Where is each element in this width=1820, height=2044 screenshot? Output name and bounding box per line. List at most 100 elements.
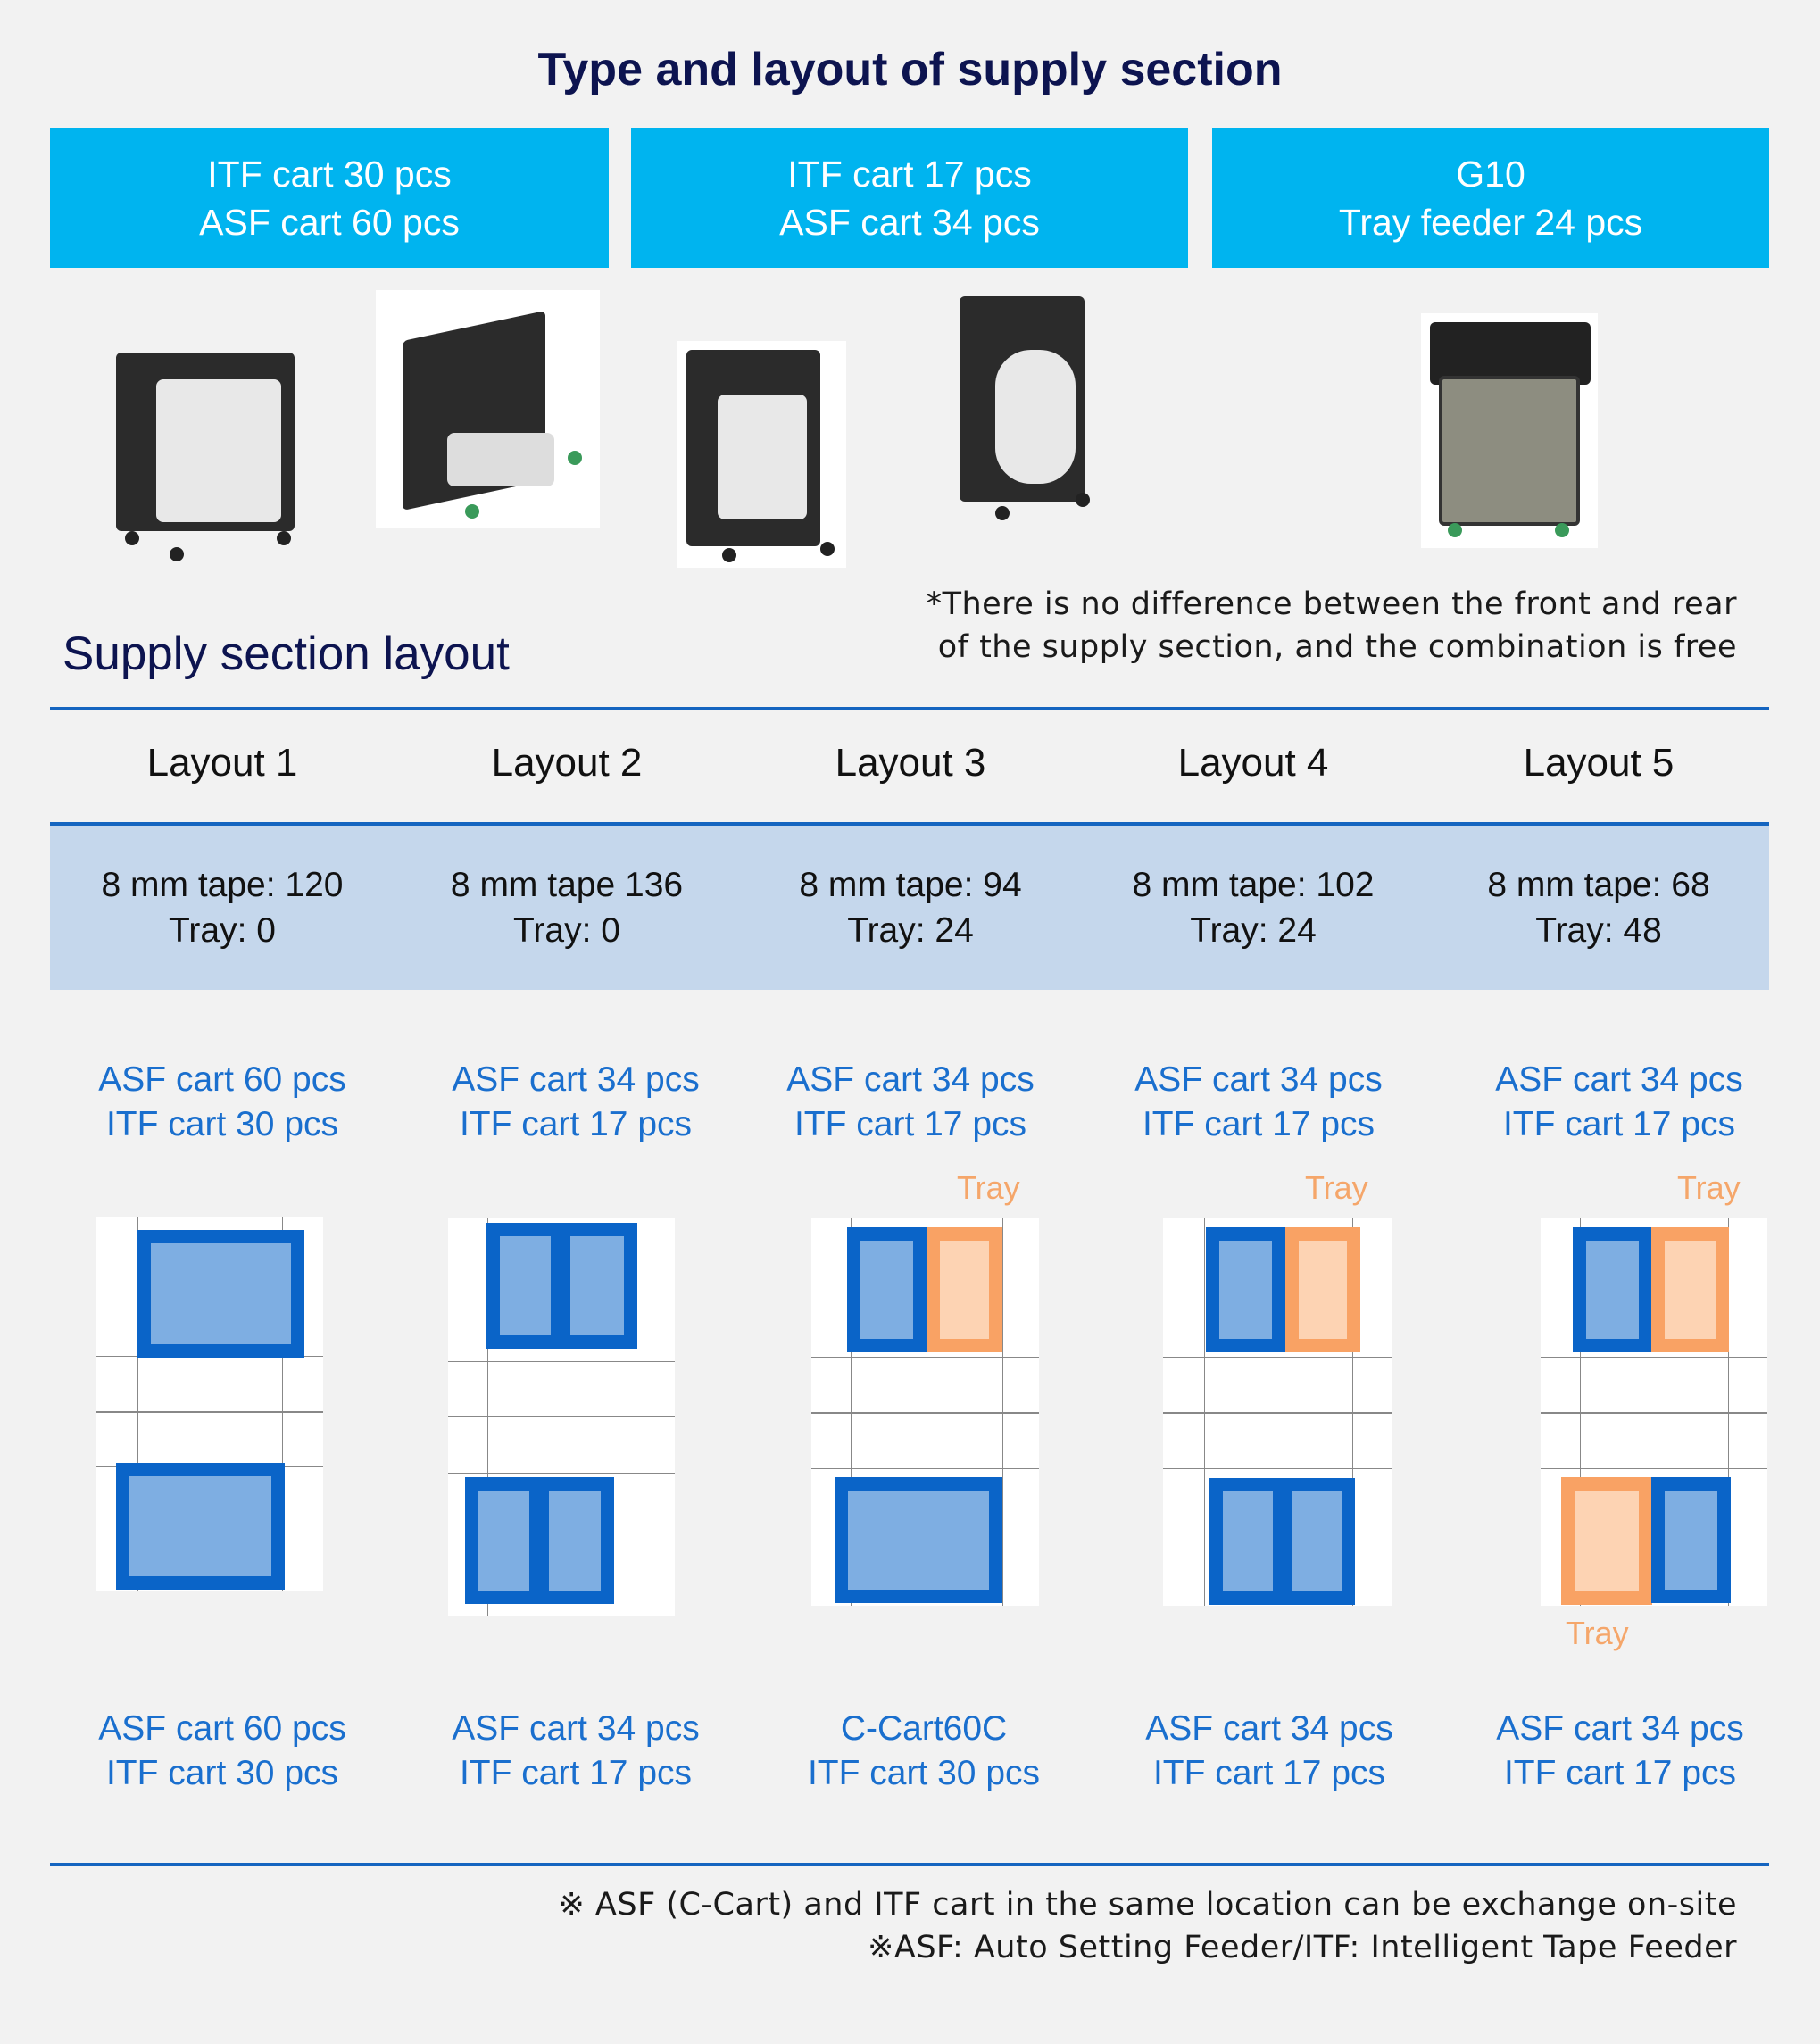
layout-4-header: Layout 4 <box>1177 741 1329 785</box>
tray-block <box>1651 1227 1729 1352</box>
asf-cart-34-image <box>960 296 1129 528</box>
asf-cart-block <box>1206 1227 1285 1352</box>
type-line: ASF cart 34 pcs <box>779 201 1040 243</box>
type-box-g10-tray: G10 Tray feeder 24 pcs <box>1212 128 1769 268</box>
tray-label: Tray <box>1677 1169 1741 1206</box>
itf-cart-17-image <box>677 341 846 568</box>
tray-label: Tray <box>957 1169 1020 1206</box>
asf-cart-block <box>137 1230 304 1358</box>
section-subtitle: Supply section layout <box>62 627 510 680</box>
label-line: ASF cart 34 pcs <box>452 1060 700 1099</box>
label-line: ITF cart 17 pcs <box>1503 1754 1737 1792</box>
type-line: ITF cart 17 pcs <box>787 153 1032 195</box>
label-line: ASF cart 34 pcs <box>1134 1060 1383 1099</box>
label-line: C-Cart60C <box>840 1709 1008 1748</box>
tray-count: Tray: 0 <box>169 911 276 950</box>
g10-tray-feeder-image <box>1421 313 1598 548</box>
front-rear-note-line2: of the supply section, and the combinati… <box>937 629 1737 665</box>
itf-cart-block <box>557 1223 637 1349</box>
tape-count: 8 mm tape: 68 <box>1487 866 1710 904</box>
layout-4-diagram <box>1163 1218 1392 1606</box>
front-rear-note-line1: *There is no difference between the fron… <box>926 586 1737 622</box>
label-line: ASF cart 34 pcs <box>786 1060 1035 1099</box>
type-line: G10 <box>1456 153 1525 195</box>
tray-label: Tray <box>1305 1169 1368 1206</box>
asf-cart-block <box>847 1227 927 1352</box>
tape-count: 8 mm tape: 120 <box>101 866 344 904</box>
c-cart-block <box>835 1477 1002 1603</box>
tray-block <box>927 1227 1002 1352</box>
layout-3-capacity: 8 mm tape: 94 Tray: 24 <box>738 862 1083 953</box>
divider <box>50 822 1769 826</box>
layout-5-header: Layout 5 <box>1523 741 1675 785</box>
type-line: Tray feeder 24 pcs <box>1338 201 1643 243</box>
tray-count: Tray: 24 <box>1190 911 1317 950</box>
divider <box>50 1863 1769 1866</box>
itf-cart-block <box>536 1477 614 1604</box>
label-line: ITF cart 17 pcs <box>794 1105 1027 1143</box>
label-line: ITF cart 30 pcs <box>807 1754 1041 1792</box>
label-line: ITF cart 17 pcs <box>1142 1105 1375 1143</box>
label-line: ASF cart 34 pcs <box>1495 1060 1743 1099</box>
label-line: ITF cart 30 pcs <box>105 1105 339 1143</box>
itf-cart-block <box>1279 1478 1355 1605</box>
asf-cart-block <box>1573 1227 1652 1352</box>
tray-label: Tray <box>1566 1615 1629 1651</box>
layout-3-bottom-label: C-Cart60C ITF cart 30 pcs <box>752 1707 1096 1796</box>
label-line: ASF cart 34 pcs <box>1145 1709 1393 1748</box>
page-title: Type and layout of supply section <box>537 44 1283 96</box>
tray-block <box>1561 1477 1652 1605</box>
type-box-itf30-asf60: ITF cart 30 pcs ASF cart 60 pcs <box>50 128 609 268</box>
itf-cart-30-image <box>107 344 312 562</box>
tray-block <box>1285 1227 1360 1352</box>
layout-2-header: Layout 2 <box>491 741 643 785</box>
label-line: ASF cart 34 pcs <box>452 1709 700 1748</box>
label-line: ITF cart 17 pcs <box>1502 1105 1736 1143</box>
label-line: ITF cart 17 pcs <box>459 1105 693 1143</box>
tape-count: 8 mm tape: 102 <box>1132 866 1375 904</box>
layout-3-header: Layout 3 <box>835 741 986 785</box>
itf-cart-block <box>1651 1477 1731 1603</box>
layout-1-header: Layout 1 <box>146 741 298 785</box>
asf-cart-block <box>116 1463 285 1590</box>
label-line: ASF cart 60 pcs <box>98 1709 346 1748</box>
tray-count: Tray: 24 <box>847 911 974 950</box>
layout-1-diagram <box>96 1217 323 1591</box>
layout-5-diagram <box>1541 1218 1767 1606</box>
label-line: ASF cart 60 pcs <box>98 1060 346 1099</box>
type-line: ITF cart 30 pcs <box>207 153 452 195</box>
footnote-abbreviations: ※ASF: Auto Setting Feeder/ITF: Intellige… <box>868 1930 1737 1965</box>
type-line: ASF cart 60 pcs <box>199 201 460 243</box>
layout-2-diagram <box>448 1218 675 1616</box>
tape-count: 8 mm tape: 94 <box>799 866 1022 904</box>
label-line: ITF cart 30 pcs <box>105 1754 339 1792</box>
itf-cart-block <box>1209 1478 1286 1605</box>
label-line: ITF cart 17 pcs <box>1152 1754 1386 1792</box>
itf-cart-block <box>486 1223 564 1349</box>
label-line: ASF cart 34 pcs <box>1496 1709 1744 1748</box>
layout-5-capacity: 8 mm tape: 68 Tray: 48 <box>1426 862 1771 953</box>
capacity-band <box>50 826 1769 990</box>
footnote-exchange: ※ ASF (C-Cart) and ITF cart in the same … <box>558 1887 1737 1923</box>
tray-count: Tray: 48 <box>1535 911 1662 950</box>
tray-count: Tray: 0 <box>513 911 620 950</box>
itf-cart-block <box>465 1477 543 1604</box>
label-line: ITF cart 17 pcs <box>459 1754 693 1792</box>
asf-cart-60-image <box>376 290 600 528</box>
type-box-itf17-asf34: ITF cart 17 pcs ASF cart 34 pcs <box>631 128 1188 268</box>
divider <box>50 707 1769 710</box>
tape-count: 8 mm tape 136 <box>450 866 684 904</box>
layout-3-diagram <box>811 1218 1039 1606</box>
